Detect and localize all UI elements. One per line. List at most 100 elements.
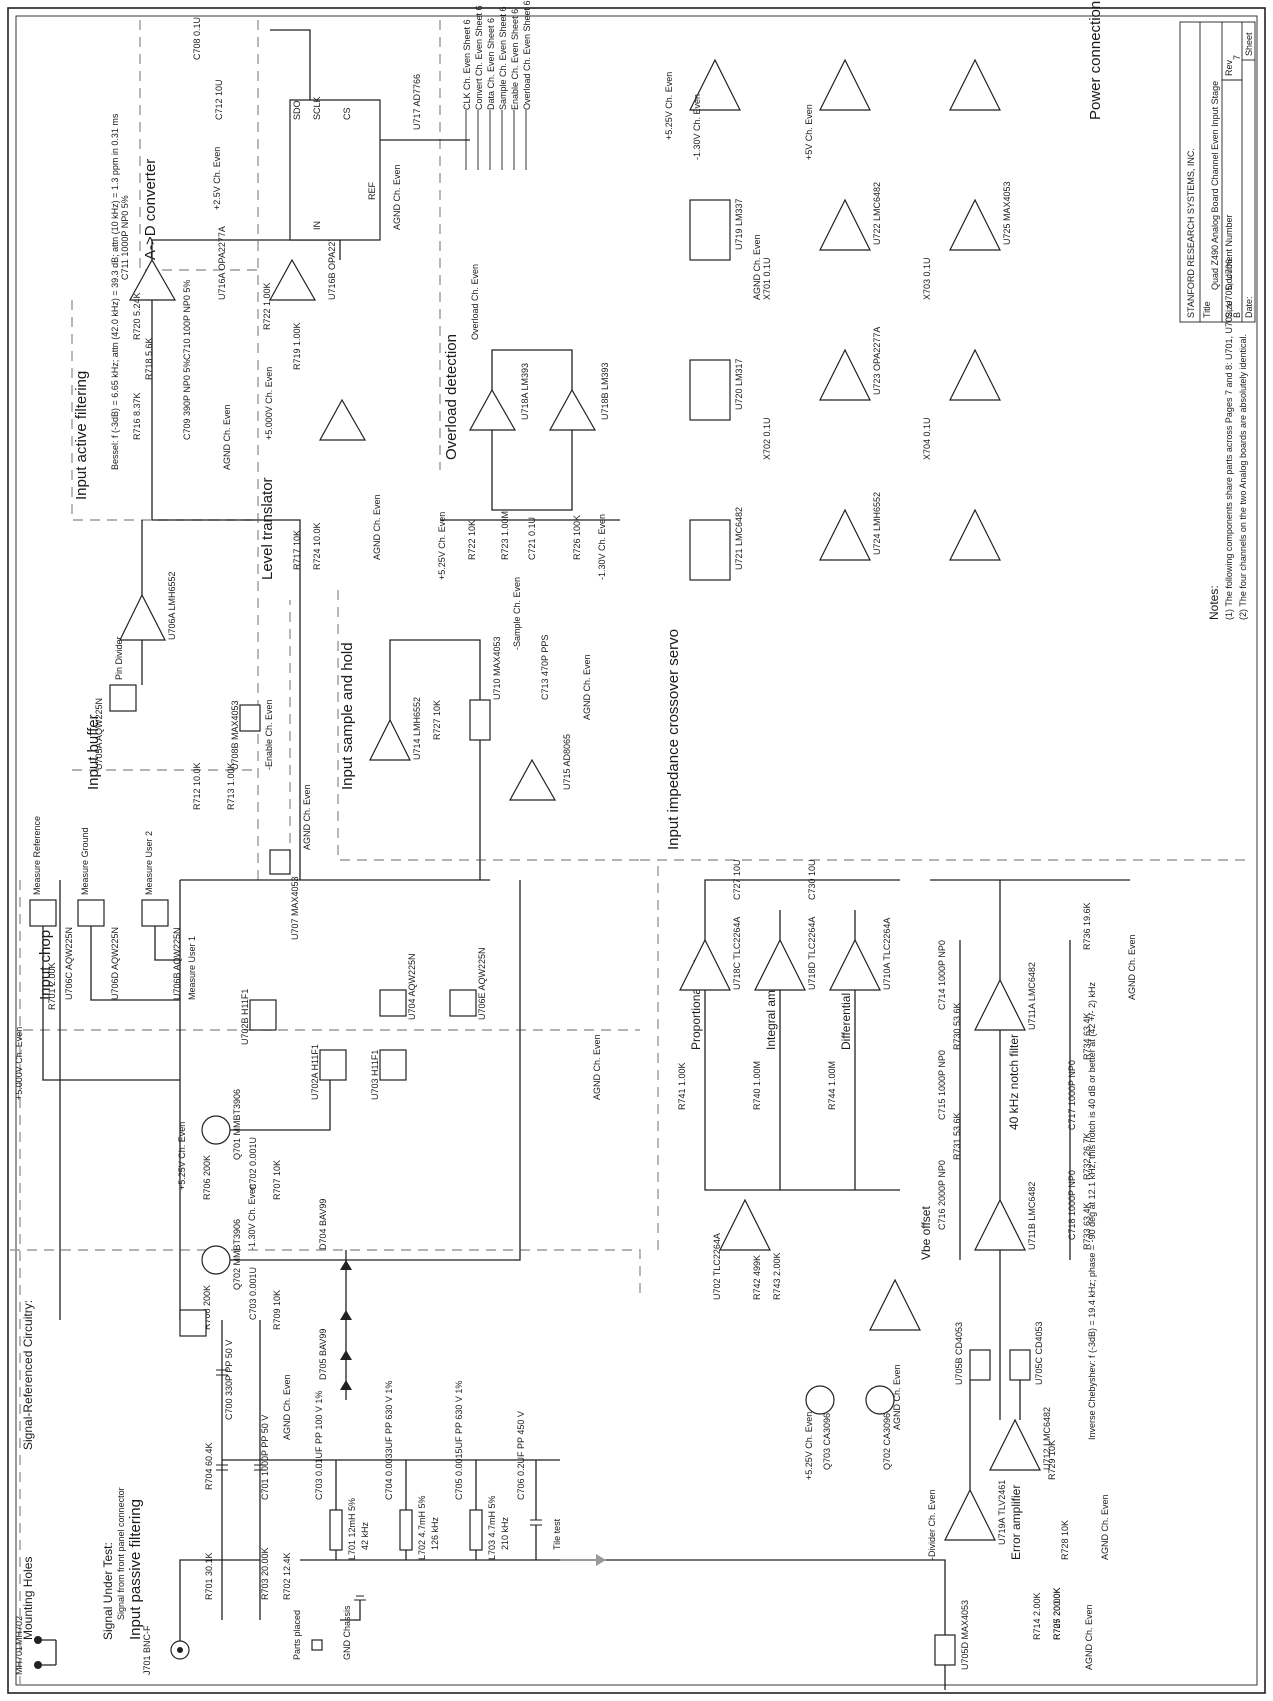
r716-label: R716 8.37K [132, 392, 142, 440]
cap-a-label: X701 0.1U [762, 257, 772, 300]
c703-drv-label: C703 0.001U [248, 1267, 258, 1320]
bus-sample: Sample Ch. Even Sheet 6 [498, 6, 508, 110]
u719a-label: U719A TLV2461 [997, 1480, 1007, 1545]
u710a-opamp [829, 938, 881, 991]
l701-label: L701 12mH 5% [347, 1498, 357, 1560]
u711a-label: U711A LMC6482 [1027, 962, 1037, 1030]
agnd-adc-label: AGND Ch. Even [392, 164, 402, 230]
u719a-opamp [944, 1488, 996, 1541]
u705d-switch [934, 1634, 956, 1666]
u712-opamp [989, 1418, 1041, 1471]
u716b-opamp [268, 258, 317, 301]
u704-label: U704 AQW225N [407, 953, 417, 1020]
mh702-label: MH702 [14, 1616, 24, 1645]
r733-label: R733 63.4K [1082, 1202, 1092, 1250]
section-overload-detection: Overload detection [443, 334, 460, 460]
q703-transistor [805, 1385, 835, 1415]
adc-in: IN [312, 221, 322, 230]
section-ad-converter: A->D converter [142, 159, 159, 260]
j701-label: J701 BNC-F [142, 1625, 152, 1675]
cap-b-label: X702 0.1U [762, 417, 772, 460]
section-integral-amp: Integral amp [764, 983, 778, 1050]
enable-buffer-label: -Enable Ch. Even [264, 699, 274, 770]
u720-regulator [689, 359, 731, 421]
f126-label: 126 kHz [430, 1516, 440, 1550]
section-vbe-offset: Vbe offset [919, 1206, 933, 1260]
c710-label: C710 100P NP0 5% [182, 280, 192, 360]
r744-label: R744 1.00M [827, 1061, 837, 1110]
u716a-label: U716A OPA2277A [217, 226, 227, 300]
r702-pf-label: R702 12.4K [282, 1552, 292, 1600]
u706a-label: U706A LMH6552 [167, 571, 177, 640]
u725-opamp [949, 198, 1001, 251]
u703-optocoupler [379, 1049, 407, 1081]
u702a-optocoupler [319, 1049, 347, 1081]
c700-label: C700 330P PP 50 V [224, 1340, 234, 1420]
u706d-label: U706D AQW225N [110, 927, 120, 1000]
r709-label: R709 10K [272, 1290, 282, 1330]
r712-label: R712 10.0K [192, 762, 202, 810]
sample-hold-block: U714 LMH6552 U710 MAX4053 R727 10K C713 … [369, 577, 592, 880]
r728-label: R728 10K [1060, 1520, 1070, 1560]
tb-size-label: Size [1224, 300, 1234, 318]
bus-connectors: CLK Ch. Even Sheet 6 Convert Ch. Even Sh… [462, 0, 532, 170]
r718-label: R718 5.6K [144, 337, 154, 380]
overload-block: U718A LM393 U718B LM393 R722 10K R723 1.… [437, 264, 620, 580]
u711a-opamp [974, 978, 1026, 1031]
q701-label: Q701 MMBT3906 [232, 1089, 242, 1160]
u706c-label: U706C AQW225N [64, 927, 74, 1000]
u719-regulator [689, 199, 731, 261]
n130-drv-label: -1.30V Ch. Even [247, 1184, 257, 1250]
u711b-opamp [974, 1198, 1026, 1251]
measure-ref-label: Measure Reference [32, 816, 42, 895]
u714-label: U714 LMH6552 [412, 697, 422, 760]
u718d-label: U718D TLC2264A [807, 917, 817, 990]
u706b-relay [141, 899, 169, 927]
r723-label: R723 1.00M [500, 511, 510, 560]
agnd-servo-label: AGND Ch. Even [892, 1364, 902, 1430]
enable-err-label: -Divider Ch. Even [927, 1489, 937, 1560]
p525-drv-label: +5.25V Ch. Even [177, 1122, 187, 1190]
r729-label: R729 10K [1047, 1440, 1057, 1480]
l702-label: L702 4.7mH 5% [417, 1495, 427, 1560]
c708-label: C708 0.1U [192, 17, 202, 60]
q702-transistor [865, 1385, 895, 1415]
agnd-power-label: AGND Ch. Even [752, 234, 762, 300]
c709-label: C709 390P NP0 5% [182, 360, 192, 440]
agnd-notch-label: AGND Ch. Even [1127, 934, 1137, 1000]
u727-opamp [949, 508, 1001, 561]
section-input-chop: Input chop [37, 930, 54, 1000]
d704-label: D704 BAV99 [318, 1199, 328, 1250]
r730-label: R730 53.6K [952, 1002, 962, 1050]
r720-label: R720 5.24K [132, 292, 142, 340]
u710-switch [469, 699, 491, 741]
tb-date-label: Date: [1244, 296, 1254, 318]
r722-af-label: R722 1.00K [262, 282, 272, 330]
u705d-label: U705D MAX4053 [960, 1600, 970, 1670]
section-power-connections: Power connections [1087, 0, 1104, 120]
u702b-label: U702B H11F1 [240, 989, 250, 1045]
u721-regulator [689, 519, 731, 581]
u715-label: U715 AD8065 [562, 734, 572, 790]
r701-pf-label: R701 30.1K [204, 1552, 214, 1600]
c703-label: C703 0.01UF PP 100 V 1% [314, 1391, 324, 1500]
section-outlines [10, 20, 1250, 1690]
r719-label: R719 1.00K [292, 322, 302, 370]
bus-overload: Overload Ch. Even Sheet 6 [522, 0, 532, 110]
r731-label: R731 53.6K [952, 1112, 962, 1160]
tb-sheet-label: Sheet [1244, 32, 1254, 56]
agnd-af-label: AGND Ch. Even [222, 404, 232, 470]
diode-chain [340, 1250, 352, 1400]
r706-label: R706 200K [202, 1155, 212, 1200]
cap-d-label: X704 0.1U [922, 417, 932, 460]
u729-opamp [949, 58, 1001, 111]
q702-label: Q702 CA3096 [882, 1413, 892, 1470]
u722-label: U722 LMC6482 [872, 182, 882, 245]
u706a-opamp [119, 593, 166, 641]
notes-block: Notes: (1) The following components shar… [1207, 256, 1248, 620]
mounting-hole-icons: MH701 MH702 [14, 1616, 57, 1675]
u710a-label: U710A TLC2264A [882, 918, 892, 990]
u718b-comparator [548, 388, 597, 431]
test-point-icon [311, 1639, 323, 1651]
u705b-label: U705B CD4053 [954, 1322, 964, 1385]
